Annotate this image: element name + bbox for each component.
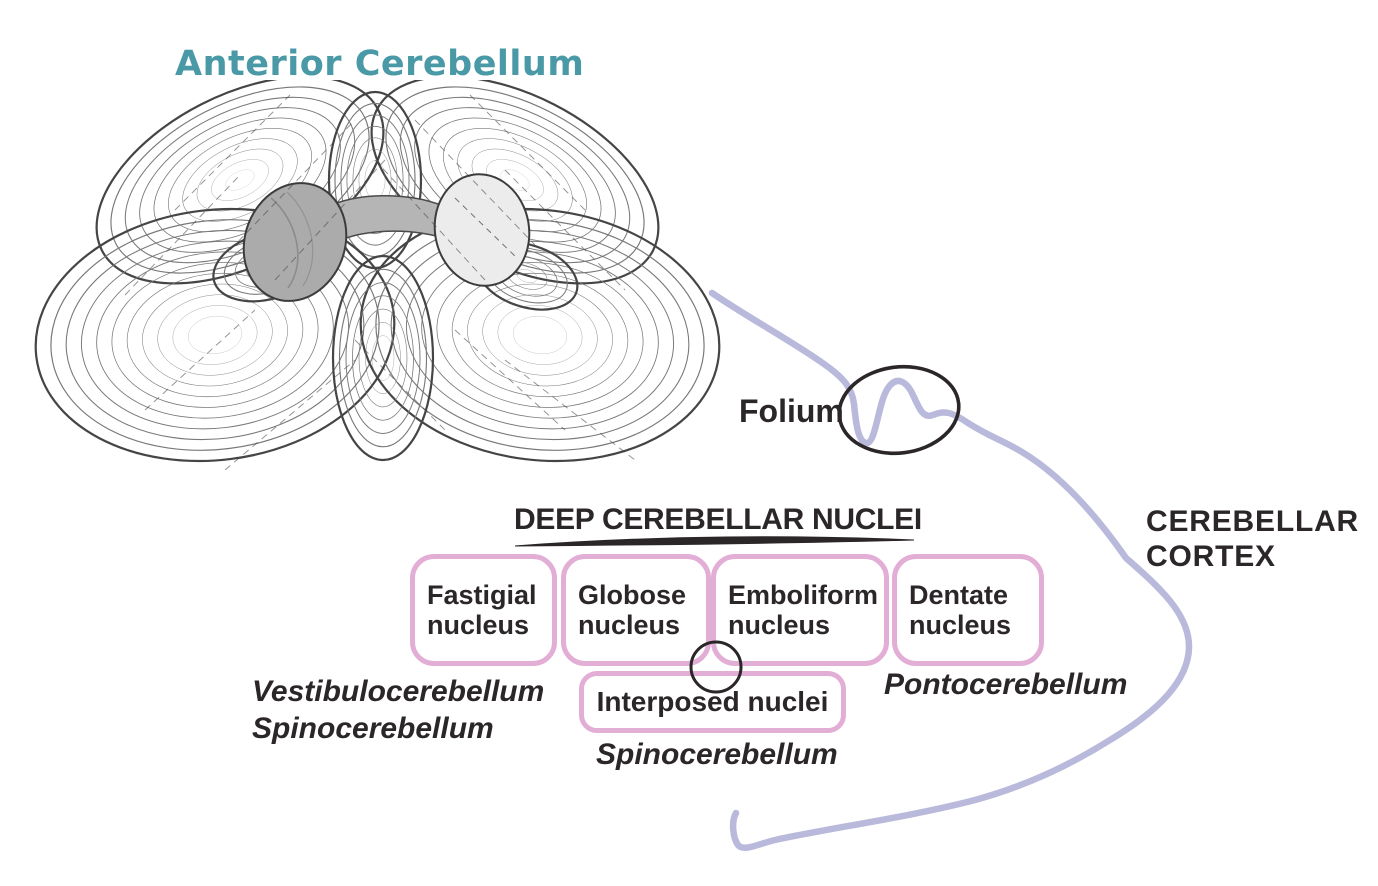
right-peduncle-cut [433,173,531,287]
hatch-lines [124,94,636,470]
deep-cerebellar-nuclei-heading: DEEP CEREBELLAR NUCLEI [514,503,922,536]
emboliform-nucleus-box: Emboliform nucleus [711,554,889,666]
folium-label: Folium [739,393,844,429]
cerebellar-cortex-label: CEREBELLAR CORTEX [1146,504,1359,574]
page-title: Anterior Cerebellum [175,44,585,84]
pontocerebellum-label: Pontocerebellum [884,668,1128,701]
heading-underline [514,536,915,547]
emboliform-nucleus-name: Emboliform [728,579,879,610]
emboliform-nucleus-type: nucleus [728,610,831,640]
interposed-nuclei-box: Interposed nuclei [579,671,846,733]
fastigial-nucleus-type: nucleus [427,610,530,640]
globose-nucleus-type: nucleus [578,610,681,640]
left-peduncle-cut [242,182,348,302]
left-functional-labels: Vestibulocerebellum Spinocerebellum [252,673,544,747]
spinocerebellum-bottom-label: Spinocerebellum [596,738,838,771]
vestibulocerebellum-label: Vestibulocerebellum [252,675,545,708]
fastigial-nucleus-box: Fastigial nucleus [410,554,557,666]
cerebellar-cortex-line1: CEREBELLAR [1146,505,1360,538]
dentate-nucleus-box: Dentate nucleus [892,554,1044,666]
folium-circle [837,364,961,456]
dentate-nucleus-type: nucleus [909,610,1012,640]
spinocerebellum-left-label: Spinocerebellum [252,712,494,745]
interposed-nuclei-label: Interposed nuclei [596,686,829,717]
globose-nucleus-box: Globose nucleus [561,554,711,666]
globose-nucleus-name: Globose [578,579,687,610]
fastigial-nucleus-name: Fastigial [427,579,537,610]
cerebellum-engraving [25,80,725,470]
cerebellar-cortex-line2: CORTEX [1146,540,1276,573]
dentate-nucleus-name: Dentate [909,579,1009,610]
